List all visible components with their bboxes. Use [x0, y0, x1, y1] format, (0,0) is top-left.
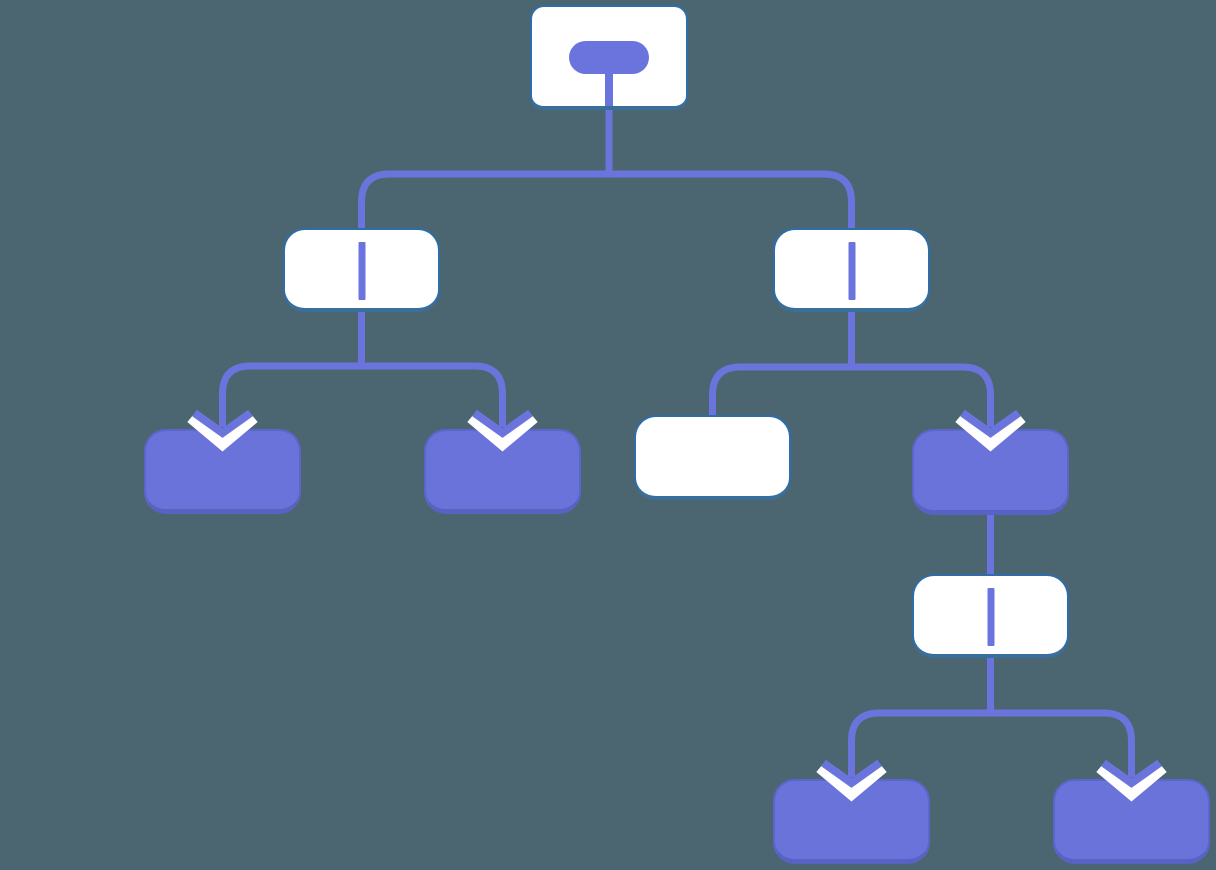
arrowhead	[821, 759, 882, 788]
double-chevron-down-icon	[467, 397, 538, 452]
connector-line	[709, 310, 994, 427]
collapsed-bar-icon	[987, 588, 994, 646]
node-branch-left[interactable]	[283, 228, 440, 312]
node-root[interactable]	[530, 5, 688, 110]
double-chevron-down-icon	[955, 397, 1026, 452]
connector-line	[358, 108, 855, 236]
double-chevron-down-icon	[1096, 747, 1167, 802]
chevron-casing	[1096, 762, 1167, 802]
double-chevron-down-icon	[816, 747, 887, 802]
node-branch-bottom[interactable]	[912, 574, 1069, 658]
connector-line	[848, 656, 1135, 777]
arrowhead	[1101, 759, 1162, 788]
chevron-casing	[467, 412, 538, 452]
chevron-casing	[955, 412, 1026, 452]
connector-line	[219, 310, 506, 427]
collapsed-bar-icon	[848, 242, 855, 300]
chevron-casing	[187, 412, 258, 452]
chevron-casing	[816, 762, 887, 802]
node-branch-right[interactable]	[773, 228, 930, 312]
arrowhead	[192, 409, 253, 438]
root-pill-stem-icon	[605, 67, 613, 106]
arrowhead	[472, 409, 533, 438]
node-child-right-empty[interactable]	[634, 415, 791, 500]
arrowhead	[960, 409, 1021, 438]
collapsed-bar-icon	[358, 242, 365, 300]
double-chevron-down-icon	[187, 397, 258, 452]
